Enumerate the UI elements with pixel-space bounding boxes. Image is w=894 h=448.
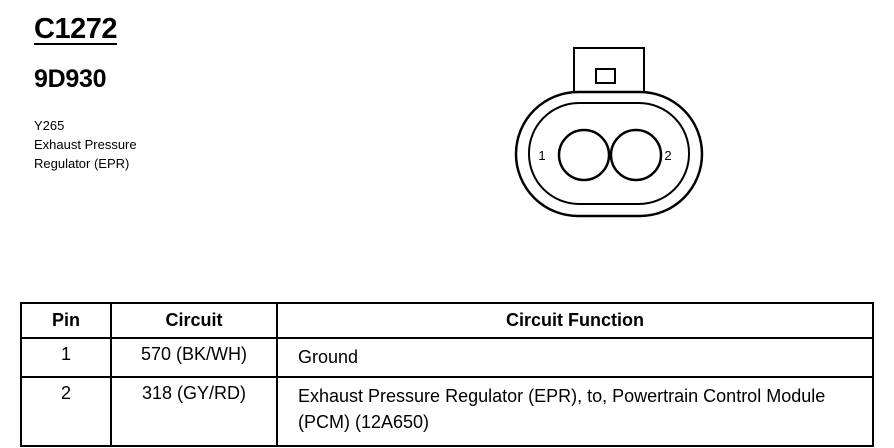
description-line-3: Regulator (EPR) [34, 156, 130, 171]
part-number: 9D930 [34, 65, 107, 93]
connector-diagram: 1 2 [512, 42, 706, 220]
header-pin: Pin [20, 302, 112, 339]
pinout-table: Pin Circuit Circuit Function 1 570 (BK/W… [20, 302, 874, 447]
tab-slot [595, 68, 616, 84]
table-row: 2 318 (GY/RD) Exhaust Pressure Regulator… [20, 376, 874, 447]
description-line-2: Exhaust Pressure [34, 137, 137, 152]
table-header-row: Pin Circuit Circuit Function [20, 302, 874, 339]
function-cell: Exhaust Pressure Regulator (EPR), to, Po… [276, 376, 874, 447]
pin-cell: 1 [20, 337, 112, 378]
circuit-cell: 570 (BK/WH) [110, 337, 278, 378]
pin-cell: 2 [20, 376, 112, 447]
header-circuit-function: Circuit Function [276, 302, 874, 339]
connector-description: Y265 Exhaust Pressure Regulator (EPR) [34, 116, 137, 173]
header-circuit: Circuit [110, 302, 278, 339]
connector-face-drawing: 1 2 [514, 47, 704, 218]
pin-1-cavity [557, 128, 611, 182]
table-row: 1 570 (BK/WH) Ground [20, 337, 874, 378]
pin-2-cavity [609, 128, 663, 182]
circuit-cell: 318 (GY/RD) [110, 376, 278, 447]
pin-2-label: 2 [664, 148, 671, 163]
connector-id: C1272 [34, 13, 117, 45]
description-line-1: Y265 [34, 118, 65, 133]
pin-1-label: 1 [538, 148, 545, 163]
function-cell: Ground [276, 337, 874, 378]
